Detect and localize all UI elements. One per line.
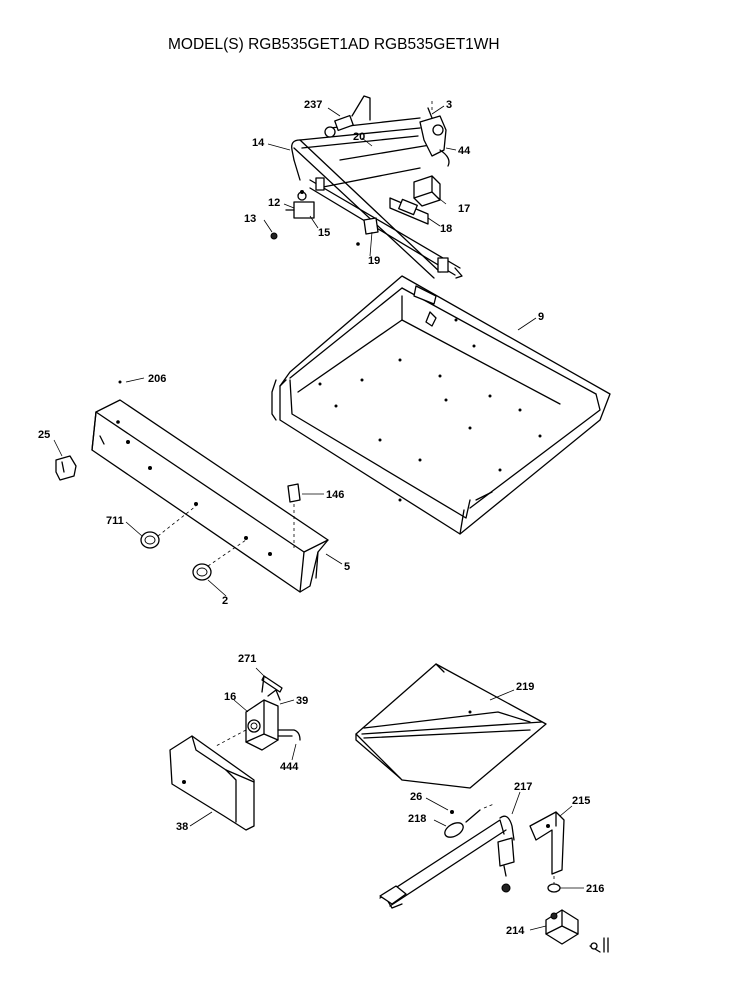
burner-shield-plate (355, 663, 547, 789)
label-16: 16 (224, 691, 236, 703)
label-14: 14 (252, 137, 265, 149)
label-3: 3 (446, 99, 452, 111)
grommet-711 (140, 505, 197, 549)
label-5: 5 (344, 561, 350, 573)
grommet-2 (192, 539, 247, 581)
knob-25 (55, 455, 77, 481)
label-2: 2 (222, 595, 228, 607)
label-206: 206 (148, 373, 166, 385)
label-219: 219 (516, 681, 534, 693)
label-44: 44 (458, 145, 471, 157)
label-146: 146 (326, 489, 344, 501)
label-20: 20 (353, 131, 365, 143)
label-15: 15 (318, 227, 330, 239)
leader-lines (53, 105, 584, 931)
label-19: 19 (368, 255, 380, 267)
valve-and-cover (169, 675, 301, 831)
label-9: 9 (538, 311, 544, 323)
manifold-assembly (270, 95, 463, 279)
label-38: 38 (176, 821, 188, 833)
label-218: 218 (408, 813, 426, 825)
label-237: 237 (304, 99, 322, 111)
label-13: 13 (244, 213, 256, 225)
label-39: 39 (296, 695, 308, 707)
burner-assembly (379, 803, 609, 953)
label-12: 12 (268, 197, 280, 209)
label-216: 216 (586, 883, 604, 895)
page-title: MODEL(S) RGB535GET1AD RGB535GET1WH (168, 36, 500, 53)
label-711: 711 (106, 515, 124, 527)
label-17: 17 (458, 203, 470, 215)
clip-146 (287, 483, 301, 548)
label-215: 215 (572, 795, 590, 807)
label-214: 214 (506, 925, 525, 937)
manifold-panel (91, 380, 329, 593)
label-26: 26 (410, 791, 422, 803)
label-18: 18 (440, 223, 452, 235)
label-217: 217 (514, 781, 532, 793)
label-444: 444 (280, 761, 299, 773)
part-number-labels: 237 3 14 20 44 12 17 13 15 18 19 9 206 2… (38, 99, 604, 937)
burner-box-pan (271, 275, 611, 535)
label-271: 271 (238, 653, 256, 665)
label-25: 25 (38, 429, 50, 441)
